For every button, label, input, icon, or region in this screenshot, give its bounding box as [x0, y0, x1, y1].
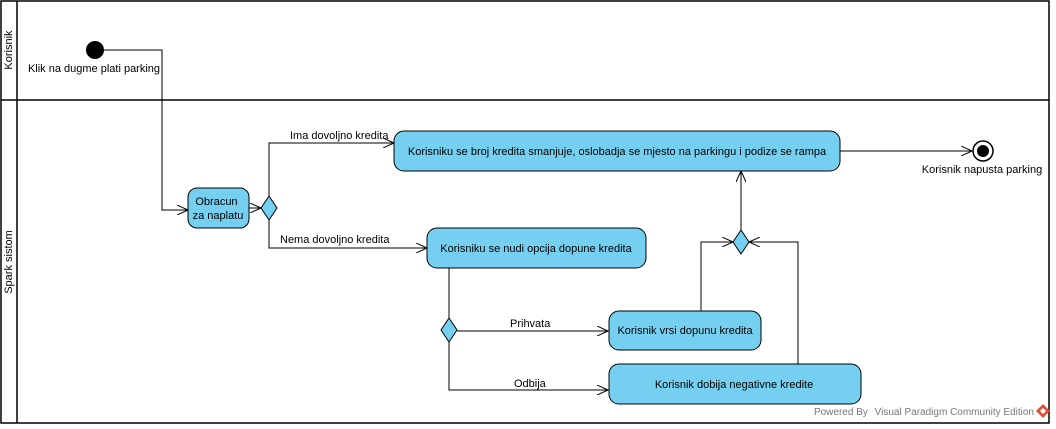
guard-ima: Ima dovoljno kredita: [290, 130, 389, 142]
footer-product: Visual Paradigm Community Edition: [875, 407, 1034, 418]
footer-powered: Powered By: [814, 407, 868, 418]
guard-prihvata: Prihvata: [510, 318, 551, 330]
swimlane-label-korisnik: Korisnik: [3, 30, 15, 70]
flow-ima-dovoljno: [268, 143, 394, 200]
svg-text:Obracun za naplatu: Obracun za naplatu: [193, 196, 244, 222]
final-label: Korisnik napusta parking: [922, 164, 1042, 176]
merge-node[interactable]: [732, 229, 750, 255]
action-smanjuje-label: Korisniku se broj kredita smanjuje, oslo…: [408, 146, 827, 158]
action-obracun[interactable]: Obracun za naplatu: [187, 187, 250, 229]
action-obracun-line-1: Obracun: [195, 196, 237, 208]
action-negativne-label: Korisnik dobija negativne kredite: [655, 379, 813, 391]
action-opcija[interactable]: Korisniku se nudi opcija dopune kredita: [426, 227, 647, 269]
flow-odbija: [448, 339, 608, 390]
flow-nema-dovoljno: [268, 216, 427, 248]
final-node[interactable]: [972, 140, 994, 162]
swimlane-label-sistem: Spark sistom: [3, 230, 15, 294]
visual-paradigm-logo-icon: [1036, 404, 1050, 418]
action-obracun-line-2: za naplatu: [193, 210, 244, 222]
initial-label: Klik na dugme plati parking: [28, 63, 160, 75]
footer-credit: Powered By Visual Paradigm Community Edi…: [814, 407, 1034, 418]
initial-node[interactable]: [86, 41, 104, 59]
flow-initial-to-obracun: [104, 49, 188, 210]
decision-dopuna[interactable]: [440, 317, 458, 343]
guard-odbija: Odbija: [514, 378, 547, 390]
flow-negativne-to-merge: [749, 242, 799, 364]
action-smanjuje[interactable]: Korisniku se broj kredita smanjuje, oslo…: [393, 130, 841, 172]
action-dopuna[interactable]: Korisnik vrsi dopunu kredita: [608, 310, 762, 351]
flow-dopuna-to-merge: [700, 242, 733, 311]
action-opcija-label: Korisniku se nudi opcija dopune kredita: [440, 243, 632, 255]
action-negativne[interactable]: Korisnik dobija negativne kredite: [608, 363, 862, 405]
action-dopuna-label: Korisnik vrsi dopunu kredita: [617, 325, 753, 337]
guard-nema: Nema dovoljno kredita: [280, 234, 390, 246]
decision-kredit[interactable]: [260, 195, 278, 221]
